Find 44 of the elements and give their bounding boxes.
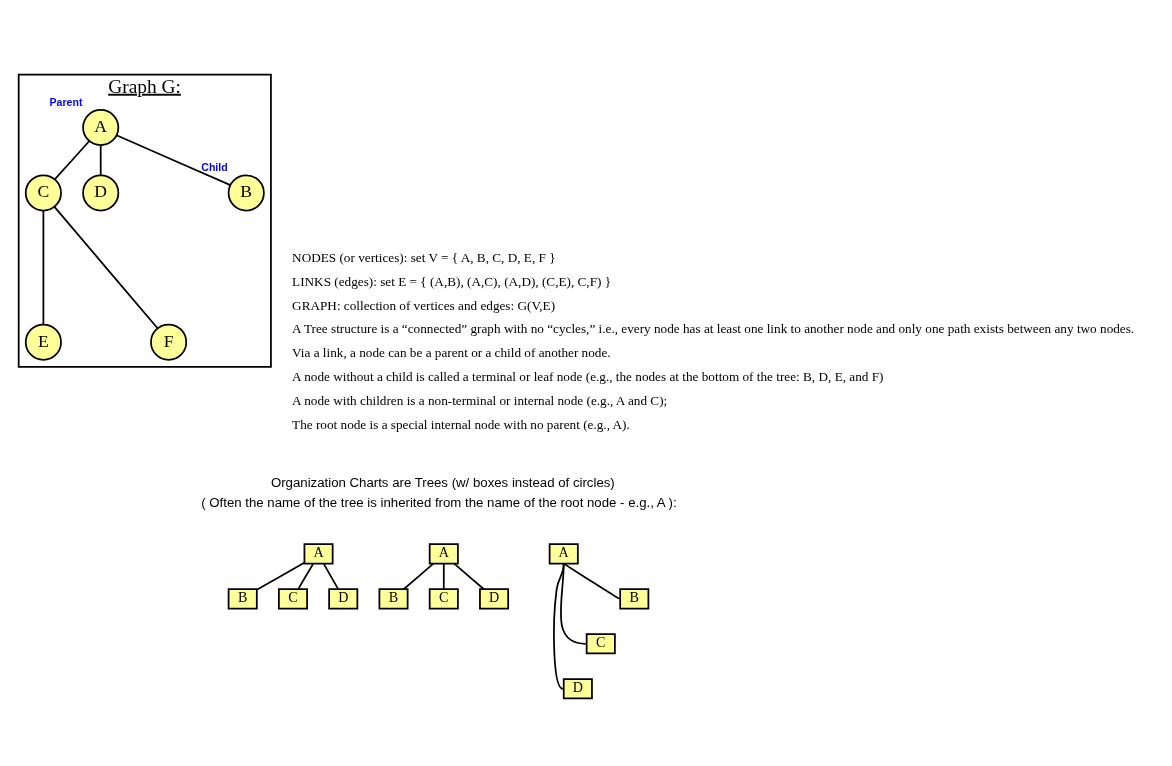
label: ( Often the name of the tree is inherited from the name of the root node - e.g., A ):	[201, 495, 677, 511]
label: NODES (or vertices): set V = { A, B, C, D, E, F }	[292, 249, 556, 265]
label: LINKS (edges): set E = { (A,B), (A,C), (A,D), (C,E), C,F) }	[292, 273, 612, 289]
node-box: C	[428, 588, 459, 610]
node-box: A	[303, 543, 334, 565]
label: A node with children is a non-terminal or internal node (e.g., A and C);	[292, 392, 668, 408]
connector	[562, 562, 621, 600]
node-box: A	[548, 543, 579, 565]
node-box: D	[562, 678, 593, 700]
node-circle: E	[24, 323, 62, 361]
node-box: B	[227, 588, 258, 610]
connector	[53, 206, 159, 329]
node-circle: D	[82, 174, 120, 212]
label: A node without a child is called a terminal or leaf node (e.g., the nodes at the bottom of the tree: B, D, E, and F)	[292, 368, 884, 384]
connector	[442, 563, 445, 590]
label: GRAPH: collection of vertices and edges: G(V,E)	[292, 297, 556, 313]
connector	[559, 562, 587, 645]
connector	[115, 134, 232, 186]
node-box: B	[619, 588, 650, 610]
connector	[99, 144, 102, 176]
label: The root node is a special internal node with no parent (e.g., A).	[292, 416, 630, 432]
connector	[256, 561, 306, 591]
connector	[322, 563, 340, 590]
label: Organization Charts are Trees (w/ boxes instead of circles)	[270, 474, 615, 490]
node-circle: A	[82, 109, 120, 146]
node-box: D	[479, 588, 510, 610]
connector	[453, 562, 485, 590]
node-box: C	[585, 633, 616, 655]
connector	[553, 562, 565, 690]
connector	[403, 562, 435, 590]
node-box: D	[328, 588, 359, 610]
connector	[297, 563, 314, 590]
node-circle: F	[150, 323, 188, 361]
label: Via a link, a node can be a parent or a child of another node.	[292, 345, 611, 361]
node-circle: B	[227, 174, 265, 212]
node-box: C	[278, 588, 308, 610]
label: A Tree structure is a “connected” graph with no “cycles,” i.e., every node has at least one link to another node and only one path exists between any two nodes.	[292, 321, 1135, 337]
node-label: Child	[201, 161, 228, 174]
node-box: B	[378, 588, 409, 610]
node-box: A	[428, 543, 459, 565]
connector	[42, 209, 45, 326]
node-label: Parent	[49, 95, 83, 108]
connector	[54, 140, 90, 181]
node-circle: C	[24, 174, 62, 212]
